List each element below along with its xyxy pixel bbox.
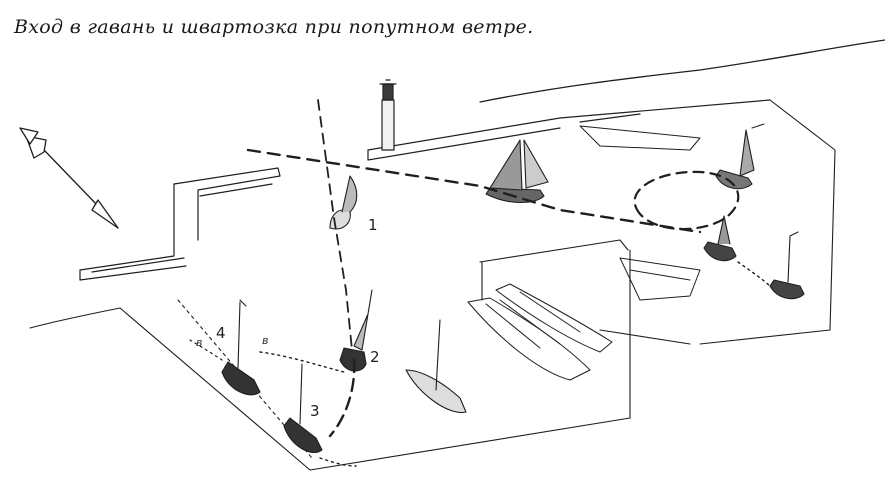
course-line-vertical [317, 99, 353, 351]
sailboat-1-approach [329, 175, 358, 230]
sailboat-right-berthed [769, 235, 805, 300]
upper-breakwater [367, 99, 771, 161]
sailboat-right-mid [703, 215, 737, 262]
mast-upper-right [751, 123, 765, 129]
warp-line-side [189, 339, 223, 361]
moored-yachts [467, 125, 701, 381]
left-mole [79, 167, 281, 281]
sailboat-position-2 [339, 289, 373, 372]
lighthouse-icon [379, 79, 397, 151]
step-number-2: 2 [370, 348, 380, 366]
shoreline [479, 39, 885, 103]
sailboat-position-3 [283, 363, 323, 453]
sailboat-position-4 [221, 299, 261, 396]
wake-label-b: в [262, 334, 268, 347]
wind-direction-arrow-icon [19, 127, 119, 229]
warp-line-stern [319, 457, 357, 467]
shoreline-left [29, 307, 121, 329]
step-number-4: 4 [216, 324, 226, 342]
course-line-to-3 [328, 358, 356, 438]
mast-right [789, 231, 799, 237]
sailboat-right-top [715, 129, 755, 190]
sailboat-center [485, 139, 549, 203]
course-line-circle [633, 170, 740, 231]
harbor-basin [119, 99, 836, 471]
warp-line-right [737, 261, 773, 289]
sailboat-moored-center [405, 319, 467, 414]
diagram-caption: Вход в гавань и швартозка при попутном в… [14, 16, 534, 38]
wake-label-a: в [196, 336, 202, 349]
warp-line-4-2 [259, 351, 345, 373]
course-line-entry [246, 148, 702, 234]
step-number-3: 3 [310, 402, 320, 420]
step-number-1: 1 [368, 216, 378, 234]
